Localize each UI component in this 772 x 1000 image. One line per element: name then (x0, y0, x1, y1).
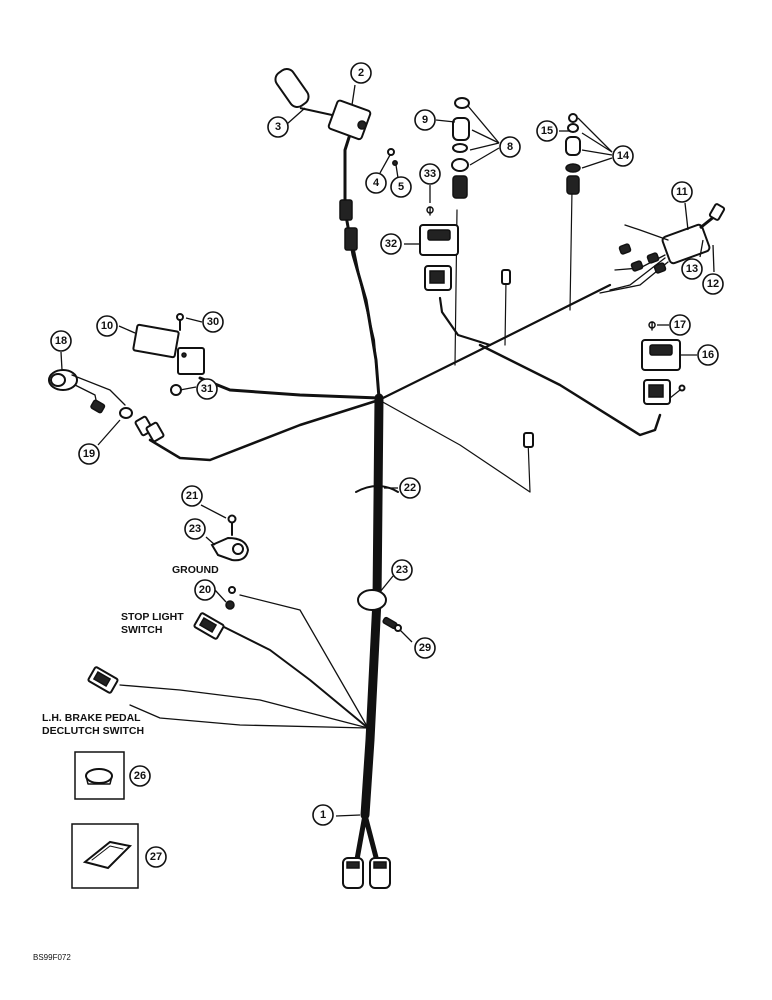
callout-3: 3 (267, 116, 289, 138)
svg-text:19: 19 (83, 448, 95, 460)
callout-13: 13 (681, 258, 703, 280)
callout-31: 31 (196, 378, 218, 400)
svg-text:14: 14 (617, 150, 630, 162)
svg-text:1: 1 (320, 809, 326, 821)
callout-32: 32 (380, 233, 402, 255)
svg-text:23: 23 (189, 523, 201, 535)
svg-text:23: 23 (396, 564, 408, 576)
svg-text:17: 17 (674, 319, 686, 331)
lamp-socket-8 (451, 97, 470, 199)
svg-text:18: 18 (55, 335, 67, 347)
label-stop-light-line2: SWITCH (121, 624, 162, 636)
harness-branches (119, 189, 662, 729)
callout-8: 8 (499, 136, 521, 158)
label-ground: GROUND (172, 564, 219, 576)
svg-text:11: 11 (676, 186, 688, 198)
svg-text:8: 8 (507, 141, 513, 153)
callout-29: 29 (414, 637, 436, 659)
label-brake-line2: DECLUTCH SWITCH (42, 725, 144, 737)
svg-text:29: 29 (419, 642, 431, 654)
callout-23-harness: 23 (391, 559, 413, 581)
svg-text:33: 33 (424, 168, 436, 180)
callout-16: 16 (697, 344, 719, 366)
svg-text:26: 26 (134, 770, 146, 782)
svg-text:13: 13 (686, 263, 698, 275)
svg-text:31: 31 (201, 383, 213, 395)
leader-lines (60, 84, 715, 817)
callout-26: 26 (129, 765, 151, 787)
callout-17: 17 (669, 314, 691, 336)
svg-text:22: 22 (404, 482, 416, 494)
callout-11: 11 (671, 181, 693, 203)
label-brake-line1: L.H. BRAKE PEDAL (42, 712, 141, 724)
callout-5: 5 (390, 176, 412, 198)
svg-text:5: 5 (398, 181, 404, 193)
svg-text:3: 3 (275, 121, 281, 133)
svg-text:21: 21 (186, 490, 198, 502)
cover-box-27 (71, 823, 139, 889)
figure-reference: BS99F072 (33, 953, 71, 962)
svg-text:16: 16 (702, 349, 714, 361)
svg-text:27: 27 (150, 851, 162, 863)
callout-33: 33 (419, 163, 441, 185)
callout-30: 30 (202, 311, 224, 333)
rocker-switch-32 (419, 224, 459, 291)
bolt-29 (382, 616, 402, 632)
rocker-switch-16 (641, 339, 686, 405)
svg-text:15: 15 (541, 125, 553, 137)
svg-text:12: 12 (707, 278, 719, 290)
callout-22: 22 (399, 477, 421, 499)
callout-9: 9 (414, 109, 436, 131)
callout-27: 27 (145, 846, 167, 868)
lamp-socket-14 (565, 113, 581, 195)
callout-12: 12 (702, 273, 724, 295)
callout-10: 10 (96, 315, 118, 337)
brake-switch-connector (87, 666, 119, 694)
callout-14: 14 (612, 145, 634, 167)
callout-1: 1 (312, 804, 334, 826)
switch-assembly-11 (599, 203, 726, 294)
switch-assembly-2 (274, 68, 372, 141)
inline-connectors (339, 199, 358, 251)
svg-text:30: 30 (207, 316, 219, 328)
svg-text:9: 9 (422, 114, 428, 126)
clip-assembly-21-23 (210, 514, 250, 562)
plug-box-26 (74, 751, 125, 800)
stop-light-connector (193, 612, 225, 640)
svg-text:4: 4 (373, 177, 380, 189)
svg-text:2: 2 (358, 67, 364, 79)
callout-19: 19 (78, 443, 100, 465)
sensor-18 (48, 369, 165, 443)
svg-text:20: 20 (199, 584, 211, 596)
callout-4: 4 (365, 172, 387, 194)
callout-2: 2 (350, 62, 372, 84)
callout-23-clip: 23 (184, 518, 206, 540)
callout-21: 21 (181, 485, 203, 507)
relay-10 (132, 323, 205, 396)
harness-end-connectors (342, 857, 391, 889)
callout-20: 20 (194, 579, 216, 601)
svg-text:32: 32 (385, 238, 397, 250)
svg-text:10: 10 (101, 320, 113, 332)
callout-18: 18 (50, 330, 72, 352)
label-stop-light-line1: STOP LIGHT (121, 611, 184, 623)
callout-15: 15 (536, 120, 558, 142)
